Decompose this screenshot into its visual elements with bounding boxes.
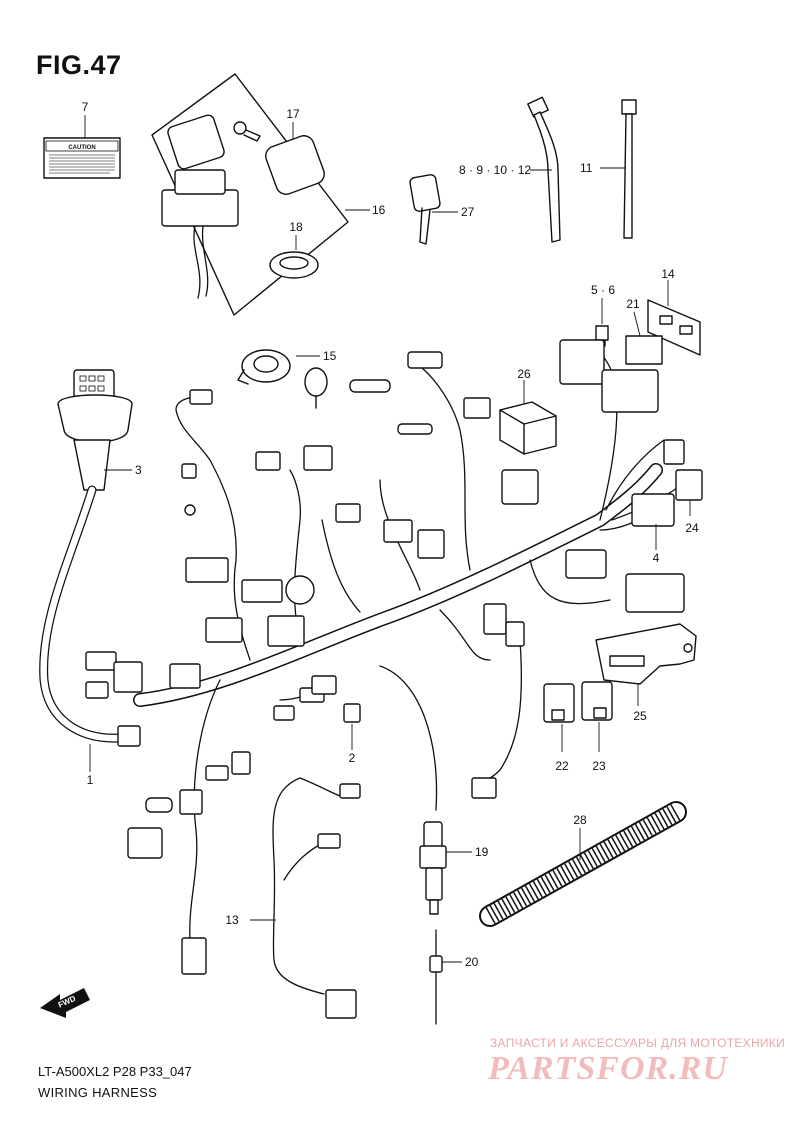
callout-27: 27 — [461, 205, 475, 219]
callout-17: 17 — [286, 107, 300, 121]
callout-14: 14 — [661, 267, 675, 281]
bracket-plate-part[interactable] — [595, 623, 697, 685]
cable-tie-part[interactable] — [621, 99, 637, 239]
switch-cover-part[interactable] — [263, 133, 327, 197]
sensor-part[interactable] — [419, 821, 447, 915]
fwd-arrow-icon: FWD — [40, 988, 90, 1018]
callout-20: 20 — [465, 955, 479, 969]
key-part[interactable] — [409, 174, 441, 245]
cover-22-part[interactable] — [543, 683, 575, 723]
callout-22: 22 — [555, 759, 569, 773]
callout-18: 18 — [289, 220, 303, 234]
callout-15: 15 — [323, 349, 337, 363]
callout-28: 28 — [573, 813, 587, 827]
callout-7: 7 — [82, 100, 89, 114]
caution-label-part[interactable]: CAUTION — [43, 137, 121, 179]
caution-label-text: CAUTION — [68, 145, 95, 151]
callout-25: 25 — [633, 709, 647, 723]
callout-26: 26 — [517, 367, 531, 381]
ignition-switch-kit-outline — [151, 73, 349, 316]
clamp-part[interactable] — [527, 96, 561, 243]
callout-5-6: 5 · 6 — [591, 283, 615, 297]
section-title: WIRING HARNESS — [38, 1085, 158, 1100]
watermark-caption: ЗАПЧАСТИ И АКСЕССУАРЫ ДЛЯ МОТОТЕХНИКИ — [490, 1036, 786, 1050]
callout-3: 3 — [135, 463, 142, 477]
callout-4: 4 — [653, 551, 660, 565]
callout-8-12: 8 · 9 · 10 · 12 — [459, 163, 531, 177]
figure-title: FIG.47 — [36, 50, 122, 80]
callout-21: 21 — [626, 297, 640, 311]
callout-24: 24 — [685, 521, 699, 535]
cover-23-part[interactable] — [581, 681, 613, 721]
sub-harness-part[interactable] — [272, 777, 361, 1019]
callout-2: 2 — [349, 751, 356, 765]
cap-part[interactable] — [343, 703, 361, 723]
callout-1: 1 — [87, 773, 94, 787]
relay-bracket-part[interactable] — [647, 299, 701, 356]
callout-11: 11 — [580, 161, 593, 175]
watermark-logo: PARTSFOR.RU — [488, 1050, 728, 1087]
switch-nut-part[interactable] — [269, 251, 319, 279]
corrugated-tube-part[interactable] — [479, 801, 687, 927]
ignition-switch-part[interactable] — [161, 114, 261, 299]
lead-wire-3-part[interactable] — [57, 369, 133, 491]
callout-23: 23 — [592, 759, 606, 773]
model-code: LT-A500XL2 P28 P33_047 — [38, 1064, 192, 1079]
callout-16: 16 — [372, 203, 386, 217]
relay-part[interactable] — [625, 335, 663, 365]
harness-connector[interactable] — [85, 339, 703, 975]
callout-13: 13 — [225, 913, 239, 927]
main-wiring-harness-part[interactable] — [39, 351, 681, 941]
callout-19: 19 — [475, 845, 489, 859]
spring-clip-part[interactable] — [429, 929, 443, 1025]
accessory-socket-part[interactable] — [237, 349, 328, 409]
control-unit-part[interactable] — [499, 401, 557, 455]
